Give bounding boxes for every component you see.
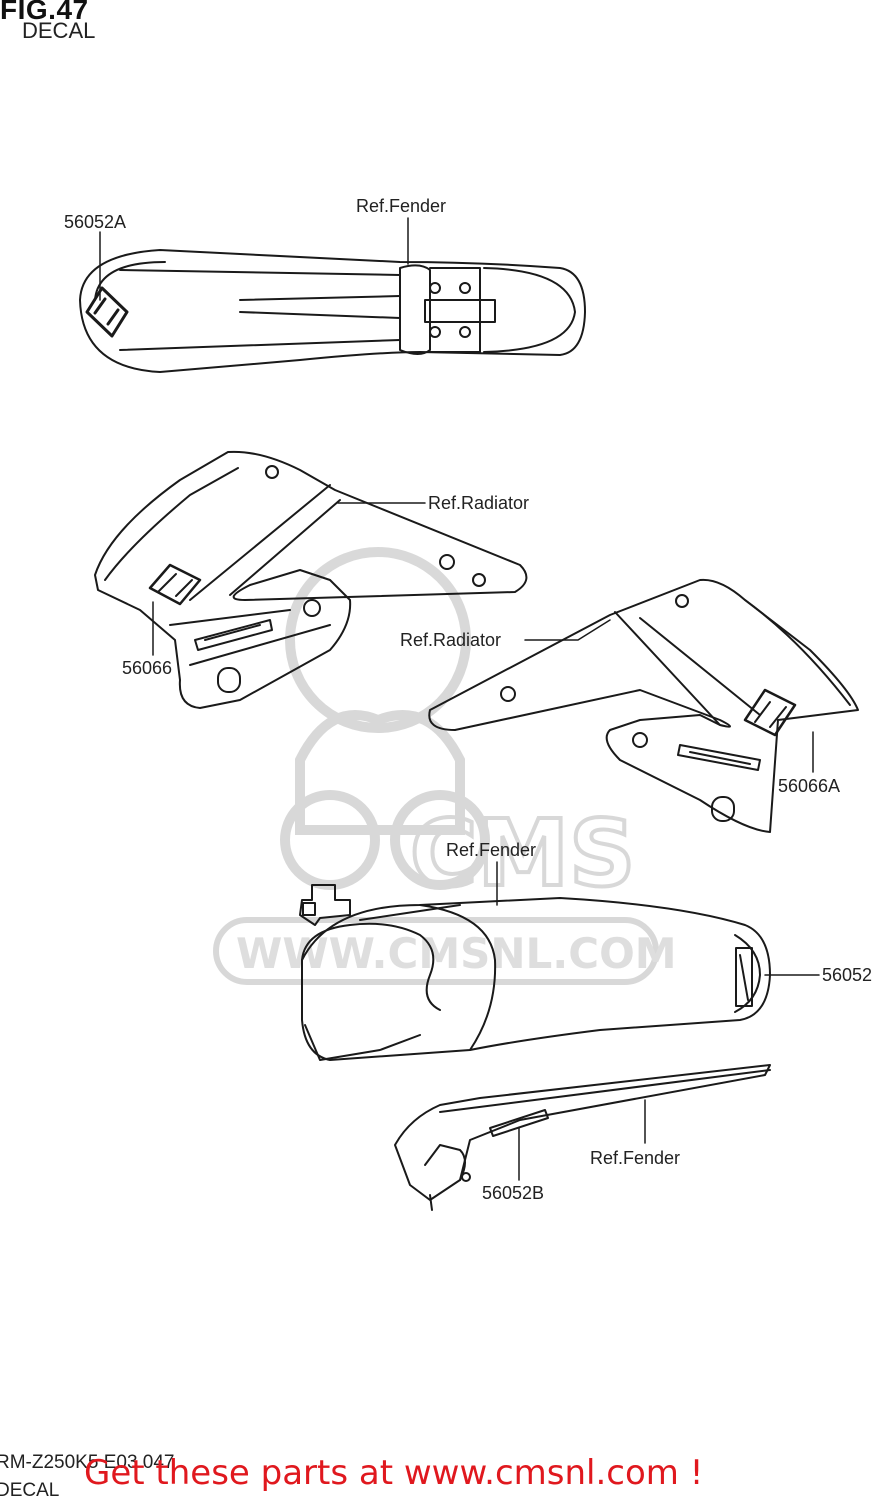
watermark-url-pill [213,917,659,985]
cms-watermark: CMS WWW.CMSNL.COM [213,547,677,985]
rmz-decal-right [677,744,761,771]
model-code: RM-Z250K5 E03 047 [0,1452,175,1473]
watermark-wheel-left [280,790,380,890]
callout-right-radiator-ref: Ref.Radiator [400,630,502,650]
rmz-decal-left [194,619,273,651]
left-radiator-shroud [94,450,528,709]
watermark-emblem [285,547,471,733]
watermark-wheel-right [390,790,490,890]
section-title: DECAL [22,18,96,43]
right-radiator-shroud [428,578,859,833]
watermark-figure [295,710,465,835]
callout-front-fender-ref: Ref.Fender [356,196,447,216]
callout-56052B: 56052B [482,1183,545,1203]
promo-link[interactable]: Get these parts at www.cmsnl.com ! [84,1453,704,1493]
rear-fender [299,884,771,1061]
rear-side-fender [394,1064,771,1211]
callout-56052A: 56052A [64,212,127,232]
callout-56052: 56052 [822,965,873,985]
rm-decal-side [489,1109,549,1137]
leader-right-radiator-ref [524,619,611,641]
callout-rear-fender-ref: Ref.Fender [446,840,537,860]
suzuki-logo-decal-left [148,563,202,606]
leader-lines [99,217,820,1181]
callout-left-radiator-ref: Ref.Radiator [428,493,530,513]
callout-56066: 56066 [122,658,173,678]
suzuki-text-decal-rear [735,947,753,1007]
suzuki-logo-decal-right [743,688,797,737]
watermark-brand: CMS [410,800,635,907]
watermark-url: WWW.CMSNL.COM [236,929,677,978]
callout-56066A: 56066A [778,776,841,796]
figure-title: FIG.47 [0,0,89,25]
front-fender [79,249,586,373]
suzuki-logo-decal-front [85,286,129,338]
footer-section-name: DECAL [0,1480,60,1501]
callout-rear-side-fender-ref: Ref.Fender [590,1148,681,1168]
